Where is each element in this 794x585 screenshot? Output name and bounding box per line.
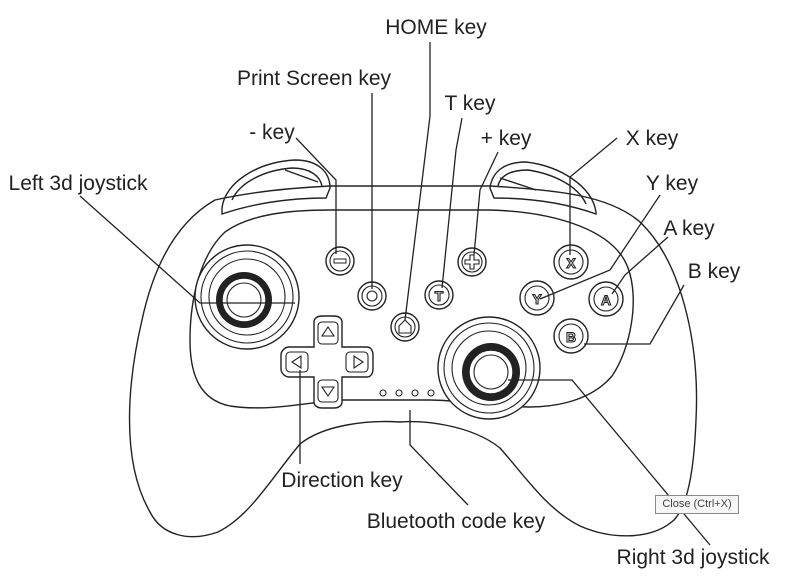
b-button[interactable]: B xyxy=(553,318,589,354)
right-joystick[interactable] xyxy=(437,316,541,420)
b-glyph: B xyxy=(566,329,576,345)
label-y-key: Y key xyxy=(646,172,699,195)
label-a-key: A key xyxy=(663,217,715,240)
close-tooltip: Close (Ctrl+X) xyxy=(655,495,739,514)
label-print-screen-key: Print Screen key xyxy=(237,67,392,90)
label-bluetooth-code-key: Bluetooth code key xyxy=(367,510,546,533)
x-button[interactable]: X xyxy=(553,244,589,280)
leader-lines xyxy=(79,42,711,546)
direction-pad[interactable] xyxy=(280,315,374,409)
label-plus-key: + key xyxy=(481,127,532,150)
leader-plus xyxy=(473,151,499,256)
leader-right-joystick xyxy=(508,379,711,546)
plus-icon xyxy=(464,254,480,270)
label-b-key: B key xyxy=(688,260,741,283)
t-glyph: T xyxy=(435,288,444,304)
left-shoulder-bumper xyxy=(221,159,331,215)
minus-button[interactable] xyxy=(325,246,355,276)
dpad-down[interactable] xyxy=(317,379,339,403)
arrow-left-icon xyxy=(291,354,302,370)
label-t-key: T key xyxy=(445,92,496,115)
leader-a xyxy=(611,236,669,295)
dpad-left[interactable] xyxy=(285,351,309,373)
dpad-up[interactable] xyxy=(317,321,339,345)
y-glyph: Y xyxy=(532,291,542,307)
t-button[interactable]: T xyxy=(424,280,454,310)
leader-minus xyxy=(295,137,337,254)
home-icon xyxy=(398,319,412,334)
label-direction-key: Direction key xyxy=(281,469,403,492)
circle-icon xyxy=(366,290,378,302)
leader-t xyxy=(441,117,463,289)
leader-y xyxy=(539,194,661,300)
dpad-right[interactable] xyxy=(345,351,369,373)
leader-home xyxy=(404,42,431,321)
label-home-key: HOME key xyxy=(385,16,487,39)
controller-body-outline xyxy=(128,185,698,538)
leader-x xyxy=(569,137,618,255)
minus-icon xyxy=(333,258,347,264)
left-joystick[interactable] xyxy=(194,244,300,350)
arrow-right-icon xyxy=(353,354,364,370)
arrow-up-icon xyxy=(320,326,336,337)
controller-faceplate xyxy=(189,209,634,409)
y-button[interactable]: Y xyxy=(519,280,555,316)
arrow-down-icon xyxy=(320,386,336,397)
x-glyph: X xyxy=(566,255,576,271)
right-shoulder-bumper xyxy=(489,161,597,215)
label-minus-key: - key xyxy=(249,121,295,144)
label-left-joystick: Left 3d joystick xyxy=(9,172,148,195)
label-x-key: X key xyxy=(626,127,679,150)
leader-left-joystick xyxy=(79,195,295,304)
a-glyph: A xyxy=(601,292,611,308)
plus-button[interactable] xyxy=(457,247,487,277)
leader-bluetooth xyxy=(409,410,469,506)
a-button[interactable]: A xyxy=(588,281,624,317)
leader-b xyxy=(584,284,685,345)
led-indicators xyxy=(379,389,435,397)
label-right-joystick: Right 3d joystick xyxy=(617,546,770,569)
